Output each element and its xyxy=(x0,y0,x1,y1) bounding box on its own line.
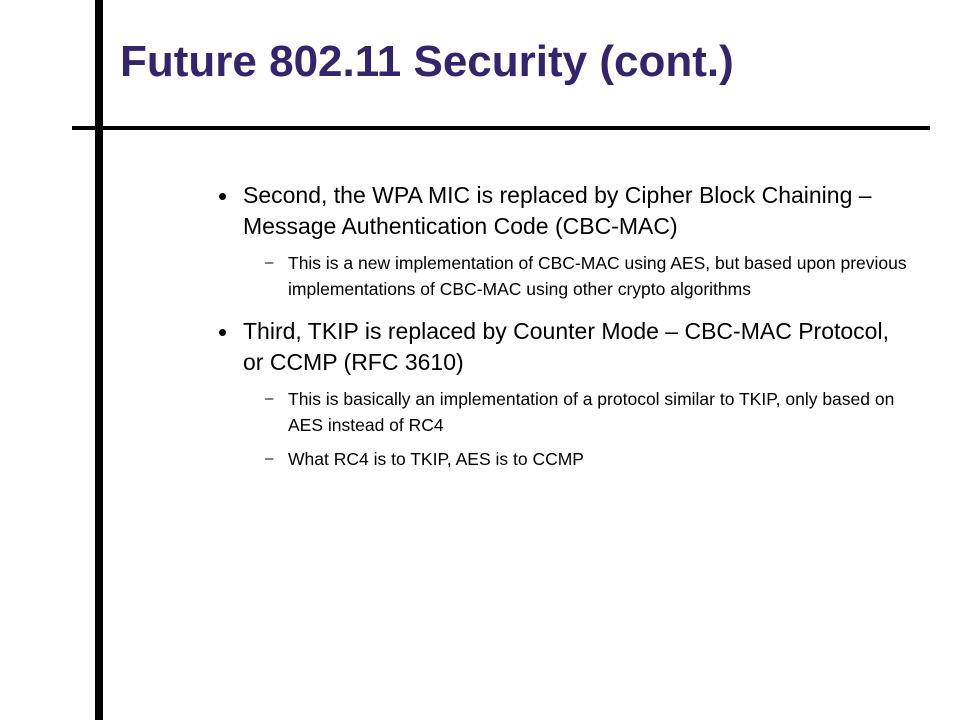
bullet-text: Second, the WPA MIC is replaced by Ciphe… xyxy=(243,182,872,239)
dash-icon: – xyxy=(265,254,274,271)
sub-bullet-text: This is basically an implementation of a… xyxy=(288,389,895,435)
sub-bullet-item: – This is basically an implementation of… xyxy=(243,386,915,438)
vertical-rule xyxy=(95,0,103,720)
slide-title: Future 802.11 Security (cont.) xyxy=(120,37,734,86)
bullet-list: Second, the WPA MIC is replaced by Ciphe… xyxy=(215,180,915,486)
bullet-dot-icon xyxy=(219,329,226,336)
dash-icon: – xyxy=(265,450,274,467)
sub-bullet-text: What RC4 is to TKIP, AES is to CCMP xyxy=(288,449,584,469)
dash-icon: – xyxy=(265,390,274,407)
bullet-item: Third, TKIP is replaced by Counter Mode … xyxy=(215,316,915,378)
bullet-text: Third, TKIP is replaced by Counter Mode … xyxy=(243,318,889,375)
bullet-dot-icon xyxy=(219,193,226,200)
sub-bullet-item: – What RC4 is to TKIP, AES is to CCMP xyxy=(243,446,915,472)
bullet-item: Second, the WPA MIC is replaced by Ciphe… xyxy=(215,180,915,242)
sub-bullet-text: This is a new implementation of CBC-MAC … xyxy=(288,253,907,299)
horizontal-rule xyxy=(72,126,930,130)
bullet-group: Second, the WPA MIC is replaced by Ciphe… xyxy=(215,180,915,302)
bullet-group: Third, TKIP is replaced by Counter Mode … xyxy=(215,316,915,472)
sub-bullet-list: – This is basically an implementation of… xyxy=(243,386,915,472)
sub-bullet-item: – This is a new implementation of CBC-MA… xyxy=(243,250,915,302)
sub-bullet-list: – This is a new implementation of CBC-MA… xyxy=(243,250,915,302)
